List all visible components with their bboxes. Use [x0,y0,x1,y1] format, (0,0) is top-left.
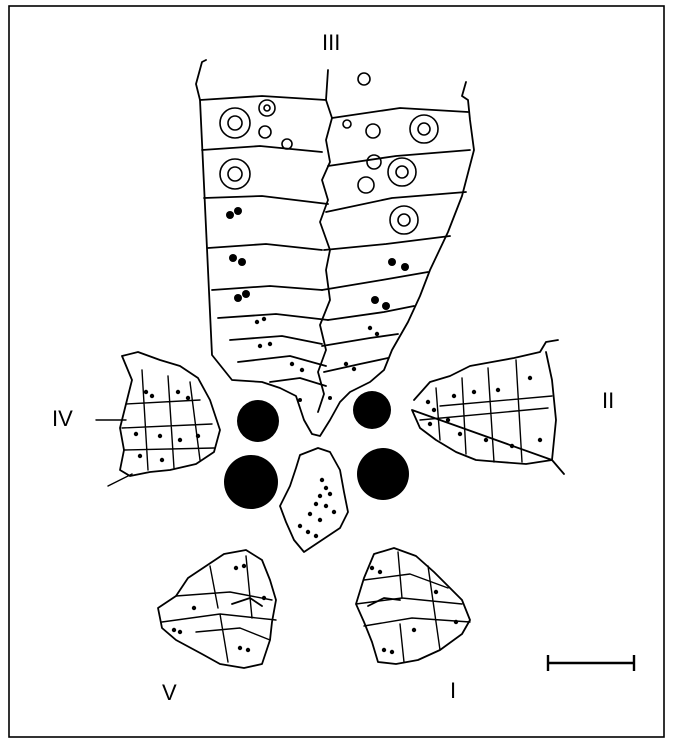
ambulacrum-iii-midline [318,70,332,412]
ambulacrum-i [356,548,470,664]
genital-pore-lower-right [357,448,409,500]
ambulacrum-ii [412,340,564,474]
label-ambulacrum-iv: IV [52,406,73,431]
label-ambulacrum-v: V [162,680,177,705]
ambulacrum-iii-right-sutures [322,108,470,372]
ambulacrum-iv [96,352,220,486]
genital-pore-upper-right [353,391,391,429]
ambulacrum-v [158,550,276,668]
genital-pore-upper-left [237,400,279,442]
ambulacrum-iii-left-sutures [200,96,328,386]
label-ambulacrum-iii: III [322,30,340,55]
figure-frame [9,6,664,737]
ambulacrum-iii [196,60,474,436]
genital-pore-lower-left [224,455,278,509]
scale-bar [548,655,634,671]
label-ambulacrum-i: I [450,678,456,703]
label-ambulacrum-ii: II [602,388,614,413]
central-plate [280,448,348,552]
